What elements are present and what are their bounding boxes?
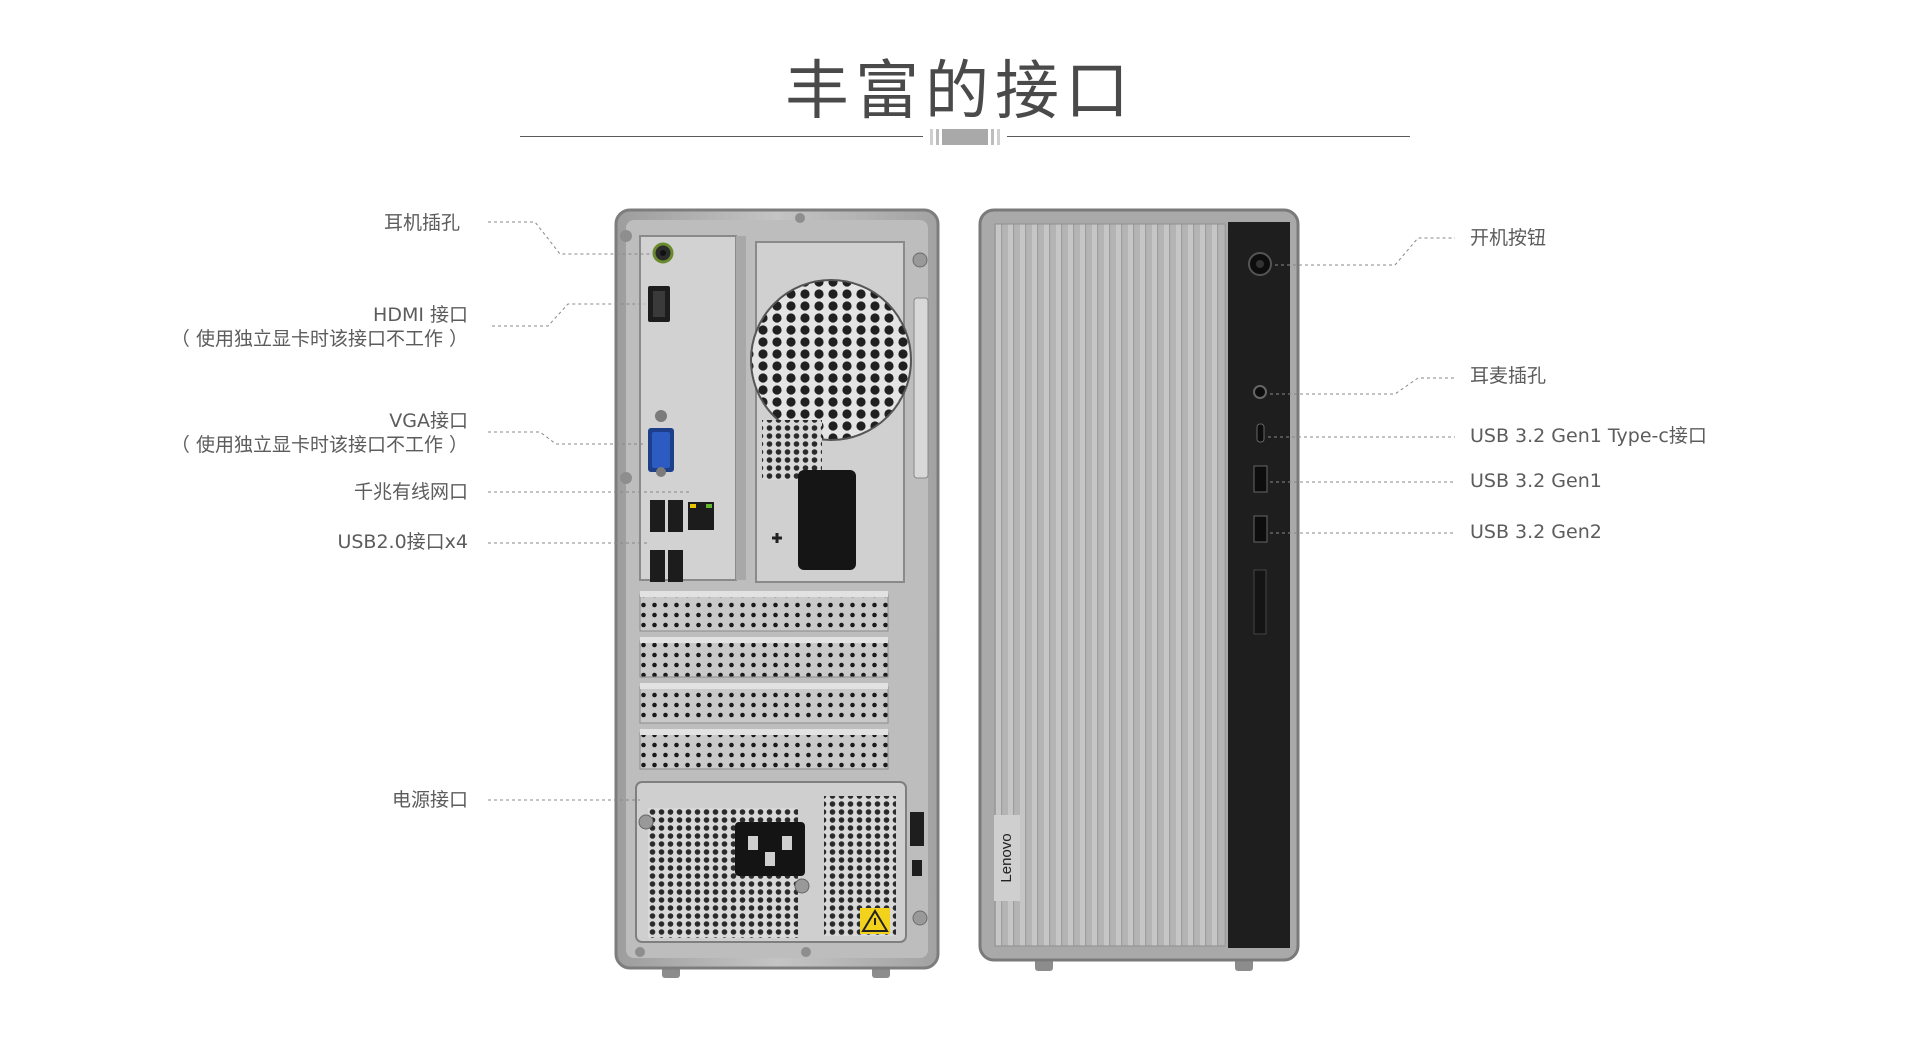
expansion-slots <box>639 591 889 770</box>
pc-front-view: Lenovo <box>978 208 1300 971</box>
label-power-socket: 电源接口 <box>391 789 468 811</box>
label-ethernet-port: 千兆有线网口 <box>353 481 468 503</box>
label-vga-title: VGA接口 <box>389 410 468 432</box>
leader-lines <box>488 221 1455 801</box>
page-title: 丰富的接口 <box>785 55 1135 129</box>
ethernet-port-icon <box>688 502 714 530</box>
pc-back-view <box>614 208 940 978</box>
label-headphone-jack: 耳机插孔 <box>383 212 460 234</box>
label-usb-gen2: USB 3.2 Gen2 <box>1470 521 1602 543</box>
title-divider-badge <box>930 129 1000 145</box>
headphone-icon <box>652 242 674 264</box>
label-usb2-ports: USB2.0接口x4 <box>337 531 468 553</box>
label-power-button: 开机按钮 <box>1470 227 1547 249</box>
title-divider-left <box>520 136 923 137</box>
title-divider-right <box>1007 136 1410 137</box>
warning-icon <box>860 908 890 934</box>
usb-port-icon <box>650 500 683 582</box>
label-usb-c: USB 3.2 Gen1 Type-c接口 <box>1470 425 1707 447</box>
power-button-icon <box>1248 252 1272 276</box>
vga-port-icon <box>648 428 674 472</box>
label-vga-port: VGA接口 （ 使用独立显卡时该接口不工作 ） <box>171 409 468 457</box>
hdmi-port-icon <box>648 286 670 322</box>
label-hdmi-port: HDMI 接口 （ 使用独立显卡时该接口不工作 ） <box>171 303 468 351</box>
label-vga-note: （ 使用独立显卡时该接口不工作 ） <box>170 434 468 456</box>
lenovo-logo: Lenovo <box>994 815 1020 901</box>
label-headset-jack: 耳麦插孔 <box>1470 365 1547 387</box>
svg-text:Lenovo: Lenovo <box>998 833 1015 882</box>
label-hdmi-note: （ 使用独立显卡时该接口不工作 ） <box>170 328 468 350</box>
power-socket-icon <box>735 822 805 876</box>
label-hdmi-title: HDMI 接口 <box>373 304 468 326</box>
label-usb-gen1: USB 3.2 Gen1 <box>1470 470 1602 492</box>
